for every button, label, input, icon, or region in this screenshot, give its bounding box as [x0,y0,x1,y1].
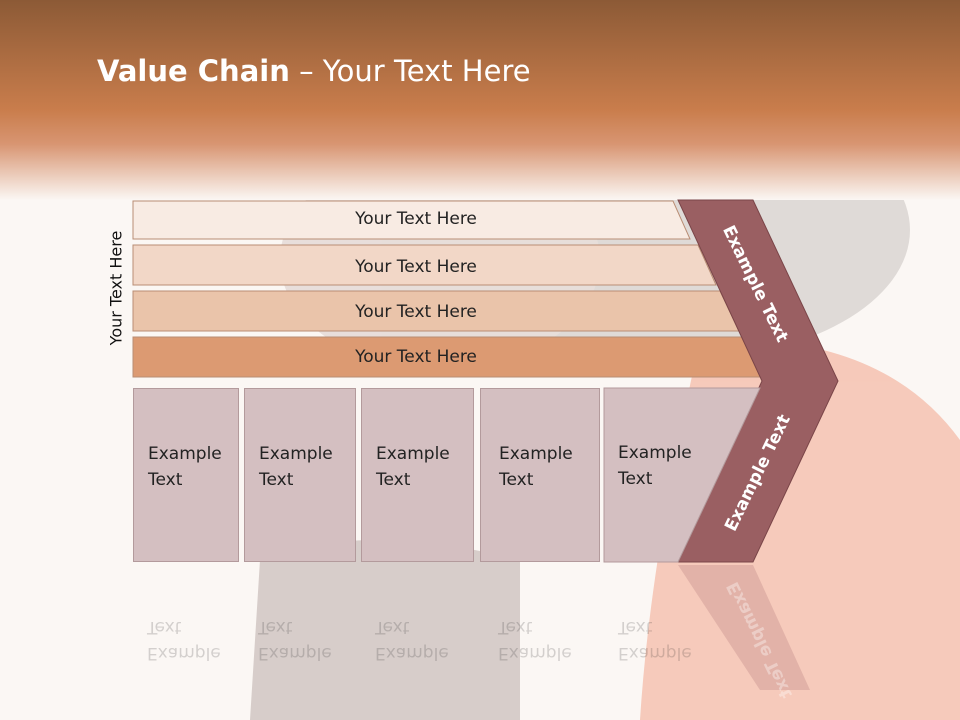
card-1-text: Example Text [148,441,222,493]
title-rest: – Your Text Here [289,54,531,88]
chevron-arrow [677,199,839,563]
stage-label-1: Your Text Here [355,209,477,229]
card-4-reflection-line1: Example [498,643,572,663]
card-2-line2: Text [259,470,294,490]
card-3-reflection-line2: Text [375,617,410,637]
card-4-reflection-line2: Text [498,617,533,637]
card-4: Example Text [480,388,600,562]
card-5-line2: Text [618,469,653,489]
card-3-line2: Text [376,470,411,490]
card-1-reflection-line2: Text [147,617,182,637]
title-bold: Value Chain [97,54,290,88]
stage-bar-2 [132,244,717,286]
card-4-text: Example Text [499,441,573,493]
card-2-text: Example Text [259,441,333,493]
card-5-text: Example Text [618,440,692,492]
card-5-reflection: Example Text [604,562,724,702]
card-3: Example Text [361,388,474,562]
card-4-line1: Example [499,444,573,464]
card-3-line1: Example [376,444,450,464]
card-5-line1: Example [618,443,692,463]
card-4-reflection: Example Text [480,562,600,702]
card-1-reflection-line1: Example [147,643,221,663]
card-4-line2: Text [499,470,534,490]
card-1-reflection: Example Text [133,562,239,702]
card-1-line2: Text [148,470,183,490]
card-3-text: Example Text [376,441,450,493]
card-1-line1: Example [148,444,222,464]
stage-bar-1 [132,200,691,240]
card-2-reflection-line2: Text [258,617,293,637]
card-5-reflection-line2: Text [618,617,653,637]
card-3-reflection-line1: Example [375,643,449,663]
stage-label-2: Your Text Here [355,257,477,277]
stage-label-4: Your Text Here [355,347,477,367]
chevron-reflection [678,565,810,690]
card-2-reflection: Example Text [244,562,356,702]
stage-label-3: Your Text Here [355,302,477,322]
card-5-shape [603,387,761,563]
slide-title: Value Chain – Your Text Here [97,54,531,88]
card-2: Example Text [244,388,356,562]
card-5-reflection-line1: Example [618,643,692,663]
card-2-line1: Example [259,444,333,464]
card-1: Example Text [133,388,239,562]
card-3-reflection: Example Text [361,562,474,702]
card-2-reflection-line1: Example [258,643,332,663]
